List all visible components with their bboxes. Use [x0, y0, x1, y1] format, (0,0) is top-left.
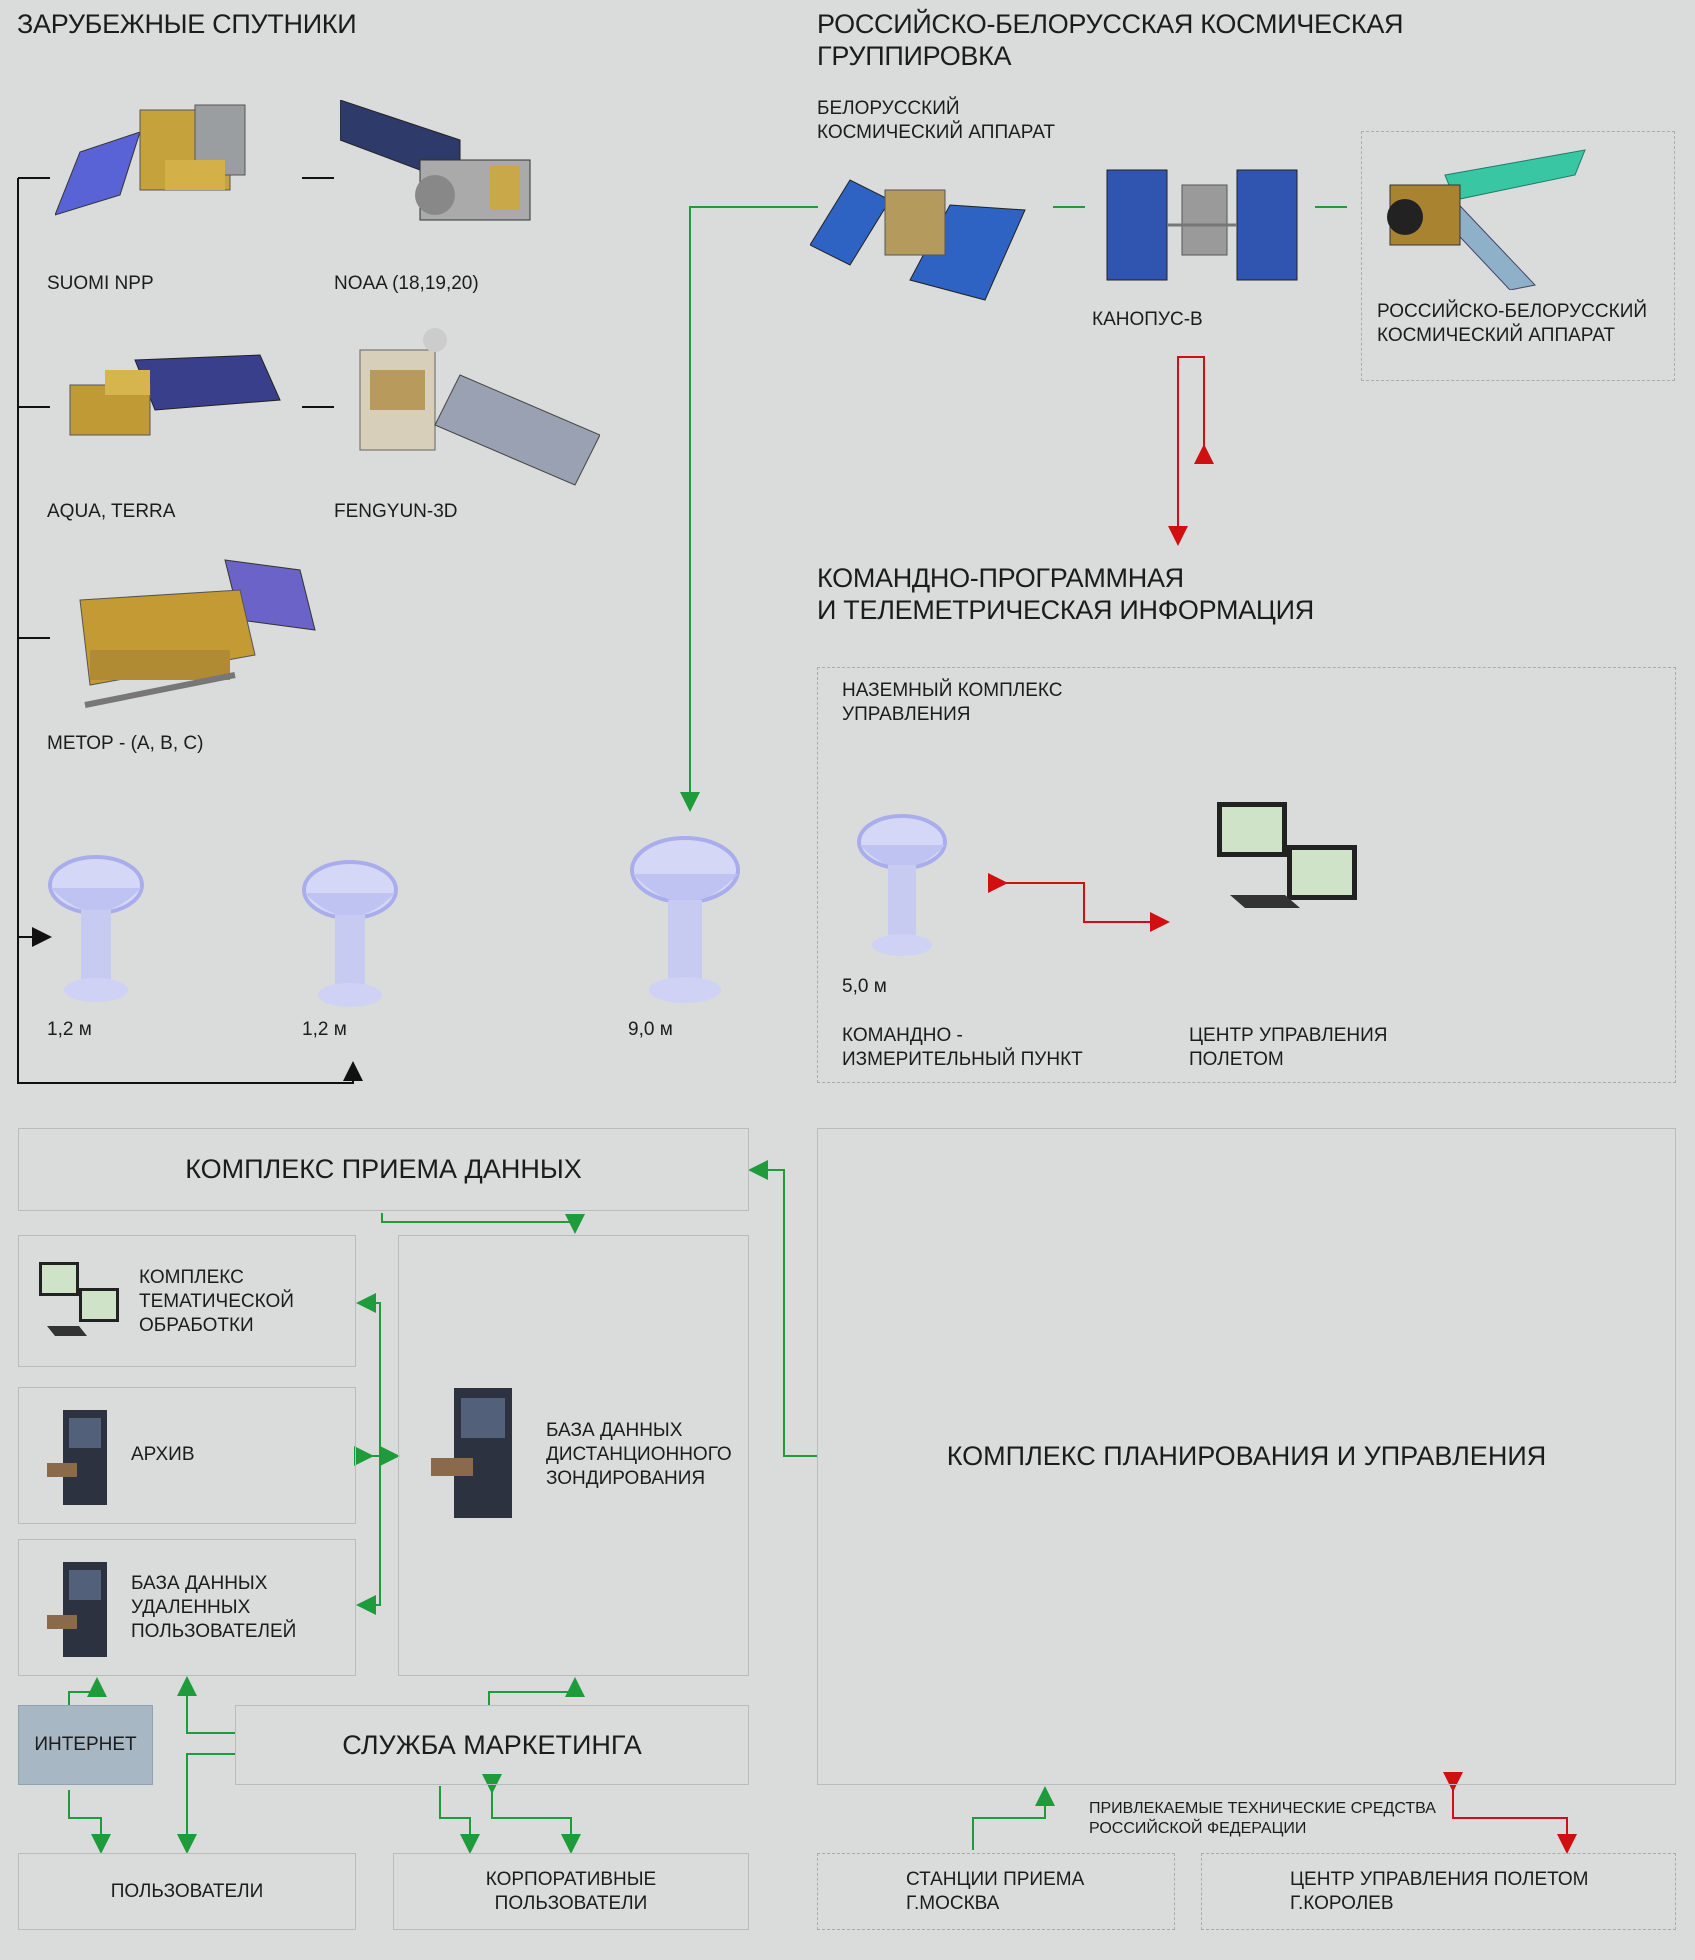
ground-title: НАЗЕМНЫЙ КОМПЛЕКС УПРАВЛЕНИЯ [842, 680, 1063, 725]
reception-complex-block: КОМПЛЕКС ПРИЕМА ДАННЫХ [18, 1128, 749, 1211]
kanopus-satellite-icon [1106, 169, 1298, 281]
moscow-label: СТАНЦИИ ПРИЕМА Г.МОСКВА [906, 1869, 1085, 1914]
users-block: ПОЛЬЗОВАТЕЛИ [18, 1853, 356, 1930]
metop-label: МЕТОР - (A, B, C) [47, 733, 204, 754]
antenna-dish-icon [630, 836, 740, 1003]
server-rack-icon [431, 1388, 512, 1518]
foreign-bracket [17, 177, 363, 1084]
korolev-center-frame: ЦЕНТР УПРАВЛЕНИЯ ПОЛЕТОМ Г.КОРОЛЕВ [1201, 1853, 1676, 1930]
suomi-satellite-icon [55, 104, 246, 216]
rb-title: РОССИЙСКО-БЕЛОРУССКАЯ КОСМИЧЕСКАЯ ГРУППИ… [817, 9, 1404, 71]
antenna-dish-icon [302, 860, 398, 1007]
aqua-satellite-icon [69, 354, 281, 436]
command-title: КОМАНДНО-ПРОГРАММНАЯ И ТЕЛЕМЕТРИЧЕСКАЯ И… [817, 563, 1314, 625]
ground-station-label: КОМАНДНО - ИЗМЕРИТЕЛЬНЫЙ ПУНКТ [842, 1025, 1083, 1070]
corporate-users-block: КОРПОРАТИВНЫЕ ПОЛЬЗОВАТЕЛИ [393, 1853, 749, 1930]
belarus-sat-label: БЕЛОРУССКИЙ КОСМИЧЕСКИЙ АППАРАТ [817, 98, 1055, 143]
aqua-label: AQUA, TERRA [47, 501, 176, 522]
rb-sat-label: РОССИЙСКО-БЕЛОРУССКИЙ КОСМИЧЕСКИЙ АППАРА… [1377, 301, 1648, 346]
noaa-satellite-icon [340, 100, 531, 221]
remote-db-label: БАЗА ДАННЫХ УДАЛЕННЫХ ПОЛЬЗОВАТЕЛЕЙ [131, 1573, 297, 1642]
rb-sat-frame [1361, 131, 1675, 381]
suomi-label: SUOMI NPP [47, 273, 154, 294]
thematic-label: КОМПЛЕКС ТЕМАТИЧЕСКОЙ ОБРАБОТКИ [139, 1267, 294, 1336]
antenna-dish-icon [48, 855, 144, 1002]
antenna-label-2: 1,2 м [302, 1019, 347, 1040]
antenna-dish-icon [857, 814, 947, 956]
planning-control-block: КОМПЛЕКС ПЛАНИРОВАНИЯ И УПРАВЛЕНИЯ [817, 1128, 1676, 1785]
ground-complex-frame [817, 667, 1676, 1083]
archive-label: АРХИВ [131, 1444, 195, 1465]
server-rack-icon [47, 1562, 107, 1657]
remote-users-db-block: БАЗА ДАННЫХ УДАЛЕННЫХ ПОЛЬЗОВАТЕЛЕЙ [18, 1539, 356, 1676]
archive-block: АРХИВ [18, 1387, 356, 1524]
antenna-label-1: 1,2 м [47, 1019, 92, 1040]
belarus-satellite-icon [810, 179, 1026, 301]
ground-center-label: ЦЕНТР УПРАВЛЕНИЯ ПОЛЕТОМ [1189, 1025, 1388, 1070]
kanopus-label: КАНОПУС-В [1092, 309, 1203, 330]
internet-block: ИНТЕРНЕТ [18, 1705, 153, 1785]
server-rack-icon [47, 1410, 107, 1505]
metop-satellite-icon [79, 559, 316, 708]
rs-db-label: БАЗА ДАННЫХ ДИСТАНЦИОННОГО ЗОНДИРОВАНИЯ [546, 1420, 732, 1489]
korolev-label: ЦЕНТР УПРАВЛЕНИЯ ПОЛЕТОМ Г.КОРОЛЕВ [1290, 1869, 1589, 1914]
fengyun-label: FENGYUN-3D [334, 501, 458, 522]
rs-database-block: БАЗА ДАННЫХ ДИСТАНЦИОННОГО ЗОНДИРОВАНИЯ [398, 1235, 749, 1676]
moscow-station-frame: СТАНЦИИ ПРИЕМА Г.МОСКВА [817, 1853, 1175, 1930]
rb-satellite-icon [1387, 149, 1586, 290]
ground-antenna-label: 5,0 м [842, 976, 887, 997]
fengyun-satellite-icon [359, 328, 600, 486]
noaa-label: NOAA (18,19,20) [334, 273, 479, 294]
antenna-label-3: 9,0 м [628, 1019, 673, 1040]
marketing-block: СЛУЖБА МАРКЕТИНГА [235, 1705, 749, 1785]
computer-workstation-icon [39, 1262, 119, 1336]
thematic-processing-block: КОМПЛЕКС ТЕМАТИЧЕСКОЙ ОБРАБОТКИ [18, 1235, 356, 1367]
computer-workstation-icon [1217, 802, 1357, 908]
rf-note: ПРИВЛЕКАЕМЫЕ ТЕХНИЧЕСКИЕ СРЕДСТВА РОССИЙ… [1089, 1800, 1436, 1837]
foreign-title: ЗАРУБЕЖНЫЕ СПУТНИКИ [17, 9, 357, 39]
